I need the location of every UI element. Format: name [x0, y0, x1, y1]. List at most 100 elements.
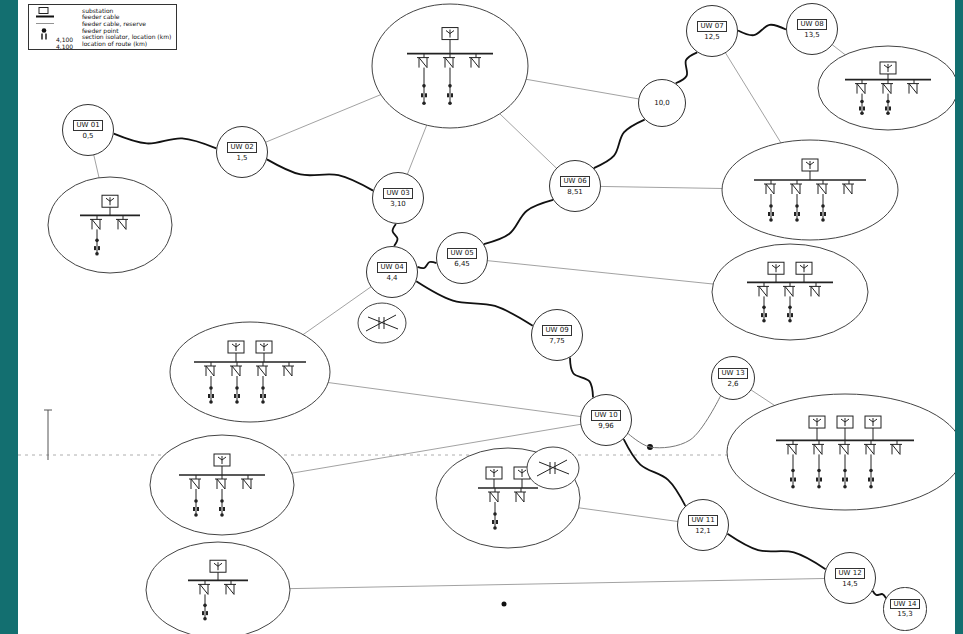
feeder-cable [594, 120, 645, 168]
substation-scheme [727, 394, 955, 510]
station-content: UW 04 4,4 [377, 262, 406, 282]
substation-scheme [722, 140, 898, 240]
substation-tag: UW 01 [73, 120, 102, 130]
legend-row: 4,100 section isolator, location (km) [34, 33, 171, 40]
route-km: 10,0 [654, 99, 670, 107]
legend-row: feeder cable, reserve [34, 20, 171, 27]
feeder-cable [570, 358, 593, 398]
legend-row: feeder point [34, 27, 171, 34]
substation-tag: UW 07 [697, 21, 726, 31]
route-km: 12,5 [704, 33, 720, 41]
legend-text: feeder cable [82, 13, 120, 20]
substation-tag: UW 12 [835, 568, 864, 578]
station-content: UW 132,6 [718, 368, 747, 388]
feeder-cable [727, 534, 825, 569]
substation-tag: UW 06 [560, 176, 589, 186]
feeder-cable [267, 159, 373, 190]
station-circle: UW 07 12,5 [686, 5, 738, 57]
feeder-cable [484, 200, 553, 244]
route-km: 8,51 [567, 188, 583, 196]
station-circle: UW 05 6,45 [436, 232, 488, 284]
station-circle: UW 109,96 [580, 394, 632, 446]
substation-scheme [170, 322, 330, 422]
route-km: 9,96 [598, 422, 614, 430]
isolator-detail [527, 447, 579, 489]
station-content: UW 1415,3 [890, 599, 919, 619]
route-km: 12,1 [695, 527, 711, 535]
substation-scheme [712, 244, 868, 340]
route-km: 7,75 [549, 337, 565, 345]
legend-km: 4,100 [56, 43, 73, 50]
route-km: 1,5 [236, 154, 247, 162]
station-content: UW 109,96 [591, 410, 620, 430]
station-circle: UW 132,6 [711, 356, 755, 400]
substation-tag: UW 04 [377, 262, 406, 272]
legend-sample [34, 40, 56, 47]
legend-sample [34, 7, 56, 14]
substation-scheme [150, 435, 294, 535]
feeder-cable [738, 25, 786, 35]
feeder-cable [114, 134, 217, 149]
station-circle: 10,0 [638, 79, 686, 127]
legend-text: feeder point [82, 27, 119, 34]
station-content: UW 06 8,51 [560, 176, 589, 196]
substation-tag: UW 08 [797, 19, 826, 29]
station-content: UW 07 12,5 [697, 21, 726, 41]
station-circle: UW 08 13,5 [786, 3, 838, 55]
station-circle: UW 06 8,51 [549, 160, 601, 212]
route-km: 13,5 [804, 31, 820, 39]
route-km: 15,3 [897, 610, 913, 618]
feeder-cable [417, 262, 436, 268]
legend-text: section isolator, location (km) [82, 33, 171, 40]
substation-scheme [818, 46, 955, 130]
route-km: 6,45 [454, 260, 470, 268]
legend-sample [34, 13, 56, 20]
station-content: UW 09 7,75 [542, 325, 571, 345]
isolator-detail [358, 303, 406, 343]
route-km: 0,5 [82, 132, 93, 140]
station-content: UW 12 14,5 [835, 568, 864, 588]
route-km: 14,5 [842, 580, 858, 588]
route-km: 4,4 [386, 274, 397, 282]
legend-row: feeder cable [34, 14, 171, 21]
station-content: 10,0 [654, 99, 670, 107]
station-circle: UW 04 4,4 [366, 246, 418, 298]
station-content: UW 01 0,5 [73, 120, 102, 140]
route-km: 3,10 [390, 200, 406, 208]
legend-text: substation [82, 7, 113, 14]
feeder-cable [873, 591, 886, 599]
feeder-point-dot [502, 602, 507, 607]
margin-mark [44, 410, 52, 460]
substation-tag: UW 05 [447, 248, 476, 258]
legend-km: 4,100 [56, 36, 73, 43]
substation-scheme [146, 542, 290, 634]
station-content: UW 03 3,10 [383, 188, 412, 208]
legend-row: substation [34, 7, 171, 14]
feeder-cable [676, 52, 697, 83]
station-content: UW 05 6,45 [447, 248, 476, 268]
feeder-cable [416, 281, 532, 325]
substation-tag: UW 13 [718, 368, 747, 378]
station-content: UW 08 13,5 [797, 19, 826, 39]
substation-tag: UW 11 [688, 515, 717, 525]
legend-box: substationfeeder cablefeeder cable, rese… [28, 4, 177, 50]
legend-sample [34, 20, 56, 27]
legend-sample [34, 27, 56, 34]
assignment-line [218, 578, 850, 590]
station-circle: UW 11 12,1 [677, 499, 729, 551]
legend-text: location of route (km) [82, 40, 147, 47]
legend-text: feeder cable, reserve [82, 20, 146, 27]
substation-tag: UW 09 [542, 325, 571, 335]
reserve-cable [628, 396, 720, 448]
substation-tag: UW 03 [383, 188, 412, 198]
station-circle: UW 01 0,5 [62, 104, 114, 156]
station-circle: UW 09 7,75 [531, 309, 583, 361]
station-circle: UW 1415,3 [883, 587, 926, 630]
substation-tag: UW 14 [890, 599, 919, 609]
station-content: UW 02 1,5 [227, 142, 256, 162]
feeder-cable [393, 224, 398, 246]
substation-tag: UW 02 [227, 142, 256, 152]
